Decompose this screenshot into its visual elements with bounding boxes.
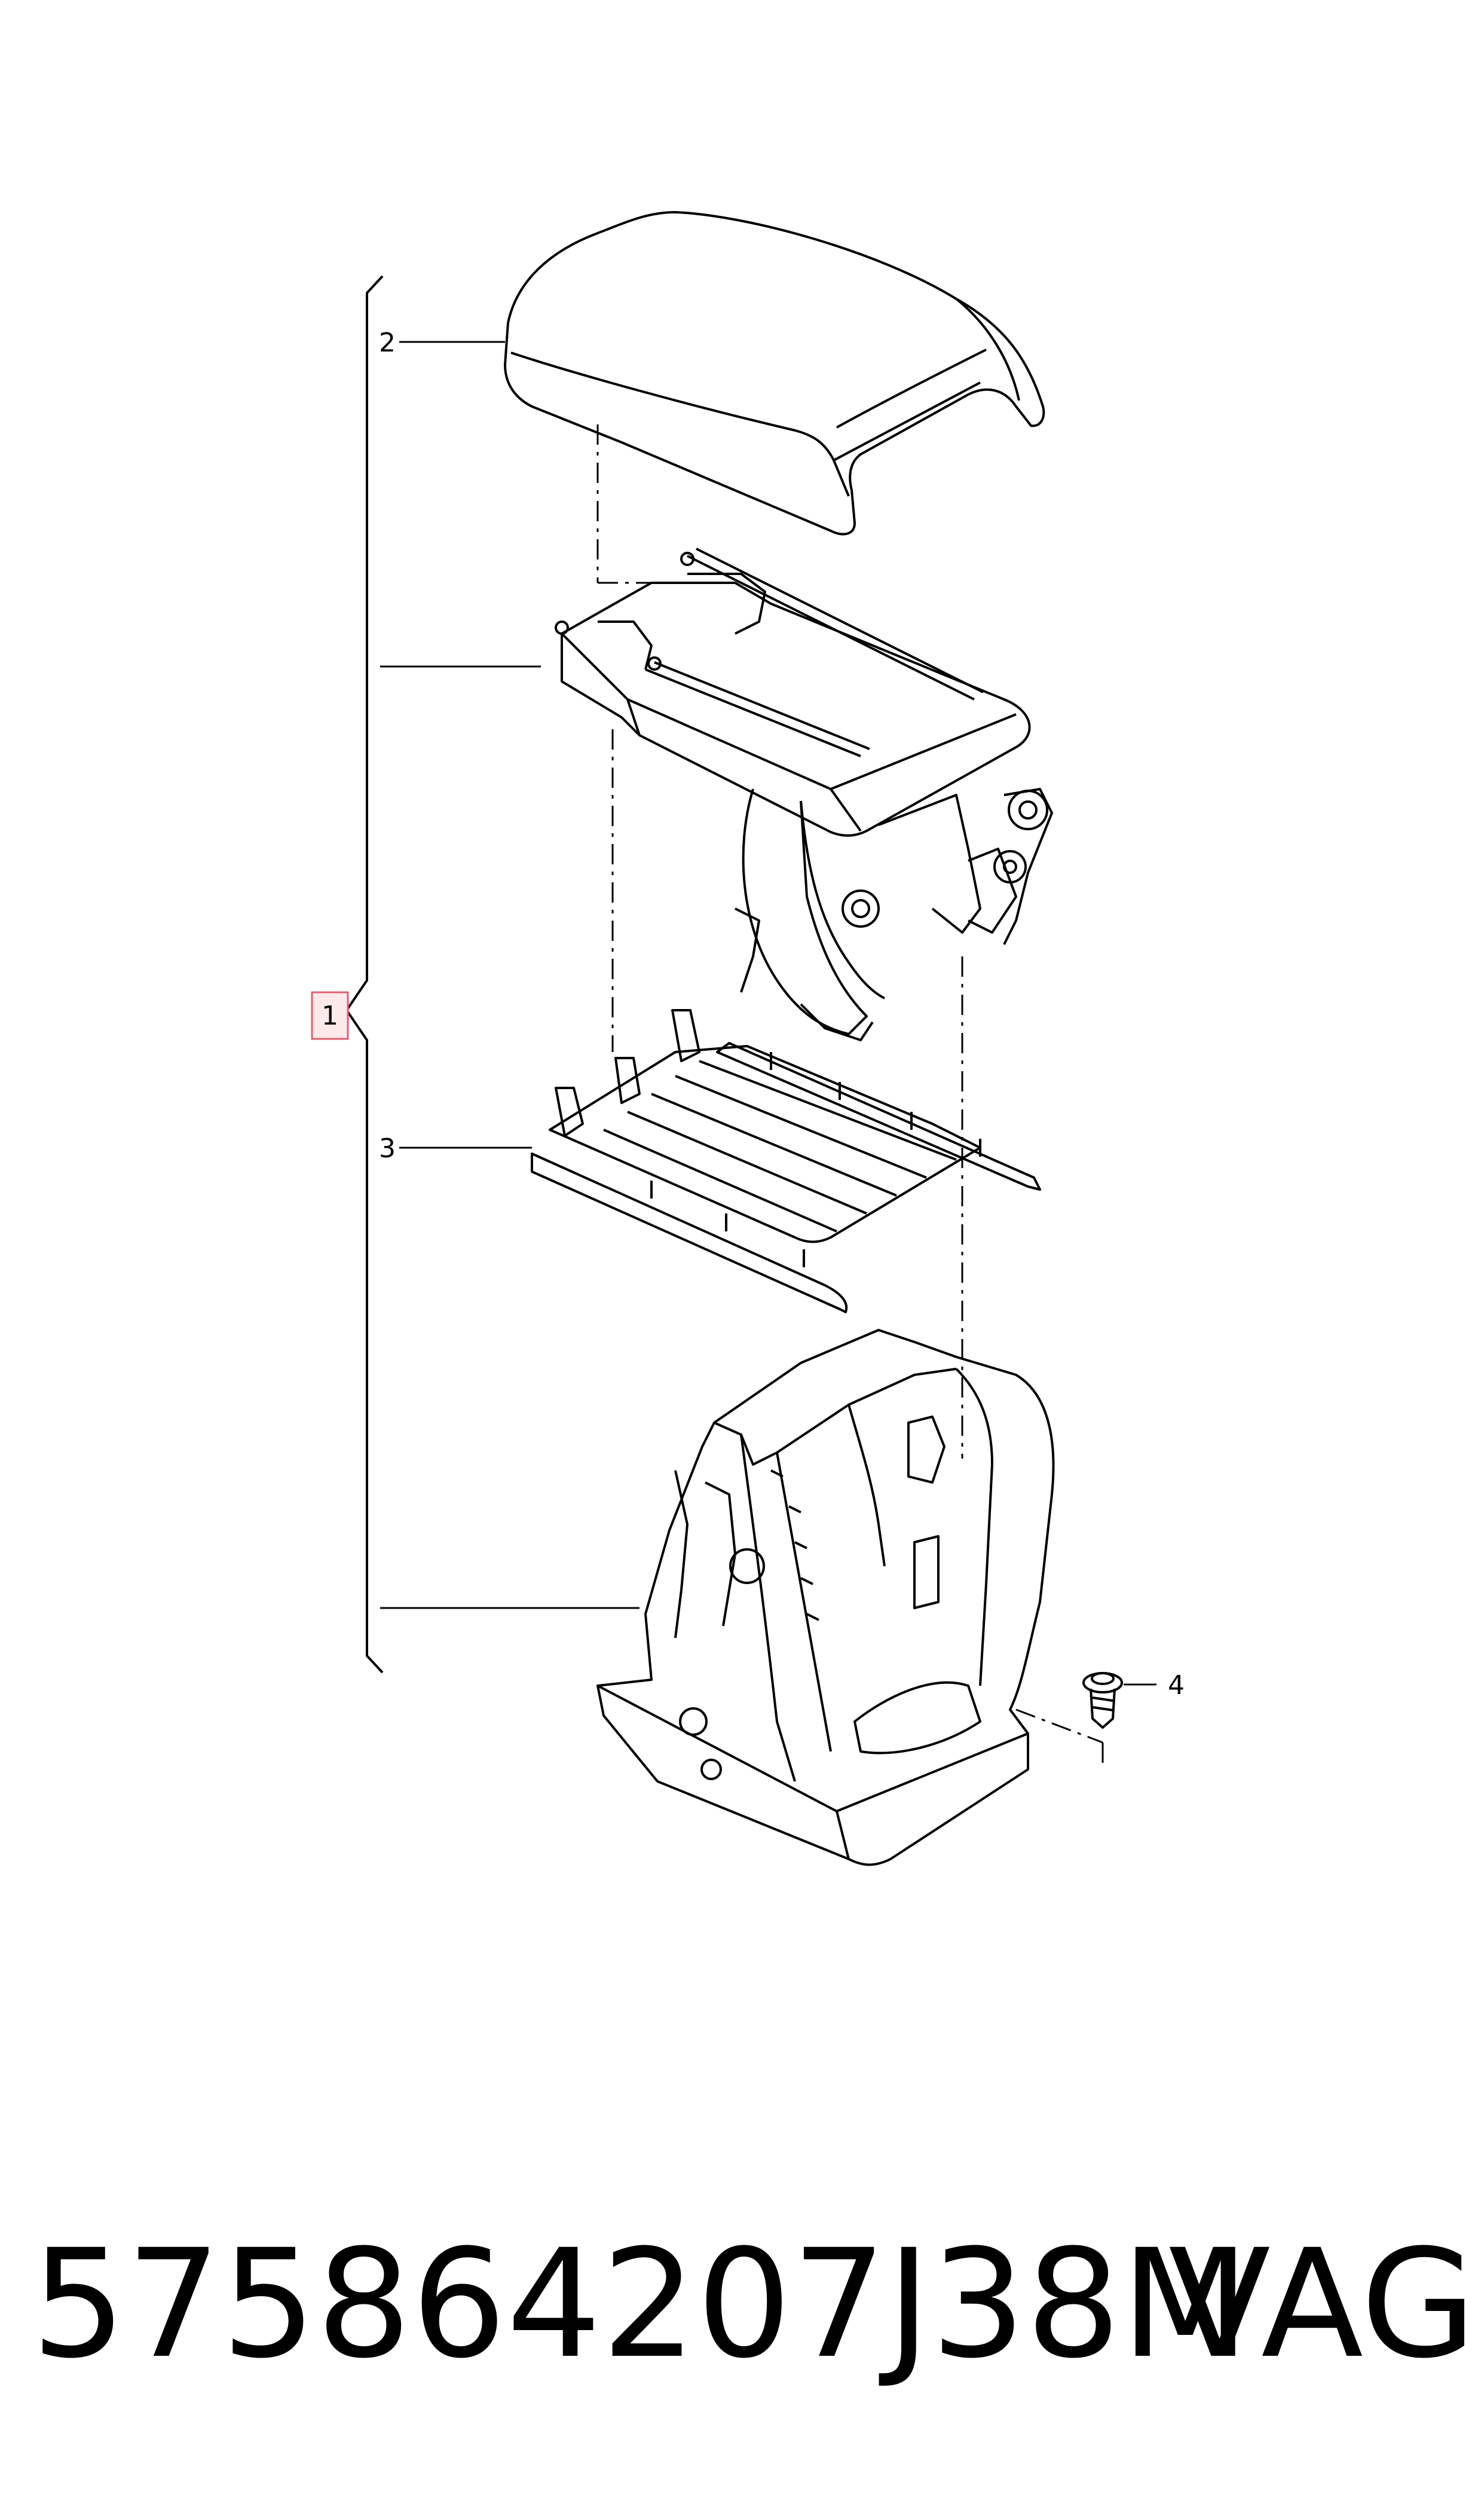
armrest-cover-drawing [504,211,1045,536]
brand-label: VAG [1168,2217,1477,2391]
hinge-mechanism-drawing [555,548,1053,1041]
part-number: 575864207J38M [31,2217,1250,2391]
alignment-lines [596,424,1104,1769]
callout-3: 3 [379,1133,396,1164]
screw-drawing [1082,1672,1123,1729]
tray-drawing [531,1009,1041,1313]
callout-1: 1 [322,1001,338,1031]
callout-4: 4 [1168,1670,1185,1701]
callout-1-highlight [311,991,349,1040]
callout-2: 2 [379,328,396,358]
base-bracket-drawing [596,1329,1055,1866]
assembly-bracket [345,275,384,1674]
